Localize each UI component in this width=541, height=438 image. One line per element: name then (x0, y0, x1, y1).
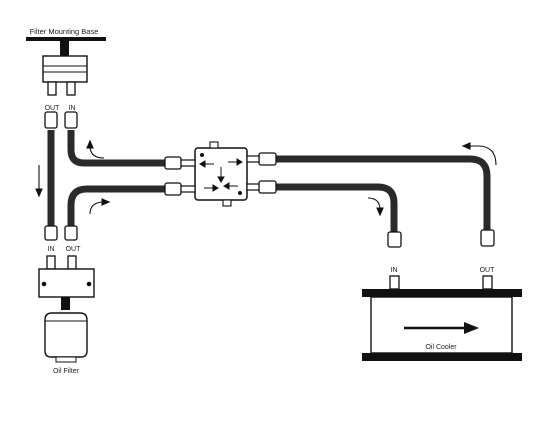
filter-out-label: OUT (66, 246, 82, 253)
filter-adapter-bolt (41, 281, 47, 287)
hose-end-fitting (64, 111, 78, 129)
base-out-label: OUT (45, 105, 61, 112)
block-internal-arrows (199, 158, 243, 192)
block-port-nipple (180, 185, 196, 193)
hose-end-fitting (387, 231, 402, 248)
filter-adapter-fitting-in (46, 255, 56, 270)
oil-filter-assembly: IN OUT Oil Filter (38, 246, 95, 375)
filter-mounting-base: Filter Mounting Base OUT IN (26, 27, 106, 112)
filter-adapter-fitting-out (67, 255, 77, 270)
hose-base-in-to-block (67, 130, 165, 167)
hose-filter-out-to-block (67, 185, 165, 226)
base-in-label: IN (69, 105, 76, 112)
cooler-fitting-in (389, 275, 400, 290)
hose-end-fitting (44, 225, 58, 241)
thermostat-block (180, 141, 260, 207)
flow-arrows (35, 139, 497, 217)
cooler-flow-arrowhead (464, 322, 479, 334)
cooler-in-label: IN (391, 267, 398, 274)
filter-base-tab (55, 356, 77, 363)
filter-in-label: IN (48, 246, 55, 253)
block-port-nipple (246, 183, 260, 191)
flow-arrow-curve-left (461, 142, 497, 166)
hose-end-fitting (164, 182, 182, 196)
filter-adapter-bolt (86, 281, 92, 287)
hose-block-to-cooler-out (276, 155, 491, 230)
flow-arrow-curve-right (89, 198, 111, 215)
oil-filter-canister (44, 312, 88, 358)
flow-arrow-down (35, 165, 43, 198)
hose-block-to-cooler-in (276, 183, 398, 232)
filter-adapter-block (38, 268, 95, 298)
hose-end-fitting (164, 156, 182, 170)
oil-cooler-assembly: IN OUT Oil Cooler (362, 267, 522, 361)
hose-fittings (44, 111, 495, 248)
hose-end-fitting (480, 229, 495, 247)
oil-filter-label: Oil Filter (53, 368, 80, 375)
flow-arrow-curve-up (86, 139, 105, 159)
block-top-lug (209, 141, 219, 149)
cooler-core (370, 296, 513, 354)
mounting-stem (60, 41, 69, 56)
cooler-fitting-out (482, 275, 493, 290)
adapter-fitting-out (47, 81, 57, 96)
cooler-top-tank (362, 289, 522, 297)
mounting-base-label: Filter Mounting Base (30, 27, 99, 36)
mounting-adapter-block (42, 55, 88, 83)
block-bolt-hole (238, 191, 242, 195)
block-bottom-lug (222, 199, 232, 207)
flow-arrow-curve-down (367, 197, 384, 217)
hose-end-fitting (44, 111, 58, 129)
oil-cooler-label: Oil Cooler (425, 344, 457, 351)
block-bolt-hole (200, 153, 204, 157)
cooler-bottom-tank (362, 353, 522, 361)
filter-stem (61, 297, 70, 310)
block-port-nipple (180, 159, 196, 167)
hose-end-fitting (64, 225, 78, 241)
cooler-out-label: OUT (480, 267, 496, 274)
hoses (47, 130, 491, 232)
hose-end-fitting (258, 152, 277, 166)
adapter-fitting-in (66, 81, 76, 96)
block-port-nipple (246, 155, 260, 163)
mounting-plate (26, 37, 106, 41)
hose-end-fitting (258, 180, 277, 194)
